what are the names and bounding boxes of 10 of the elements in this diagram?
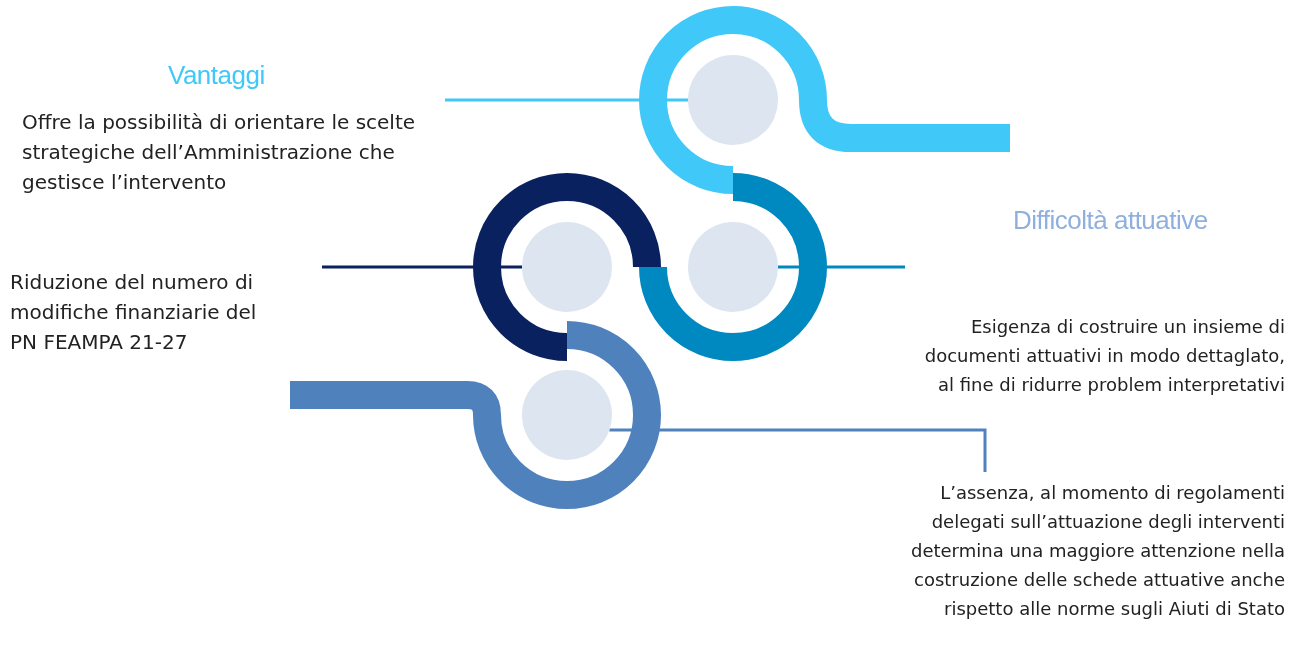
description-text: Riduzione del numero di modifiche finanziarie del PN FEAMPA 21-27 [10,269,258,356]
description-text: L’assenza, al momento di regolamenti delegati sull’attuazione degli interventi determina una maggiore attenzione nella costruzione delle schede attuative anche rispetto alle norme sugli Aiuti di Stato [909,481,1285,621]
connector-line [778,265,905,269]
connector-line [322,265,522,269]
section-heading: Vantaggi [168,60,265,91]
section-heading: Difficoltà attuative [1013,205,1208,236]
connector-line [445,98,688,102]
description-text: Offre la possibilità di orientare le scelte strategiche dell’Amministrazione che gestisce l’intervento [22,109,417,196]
description-text: Esigenza di costruire un insieme di documenti attuativi in modo dettaglato, al fine di ridurre problem interpretativi [923,315,1285,397]
connector-line [609,428,987,472]
